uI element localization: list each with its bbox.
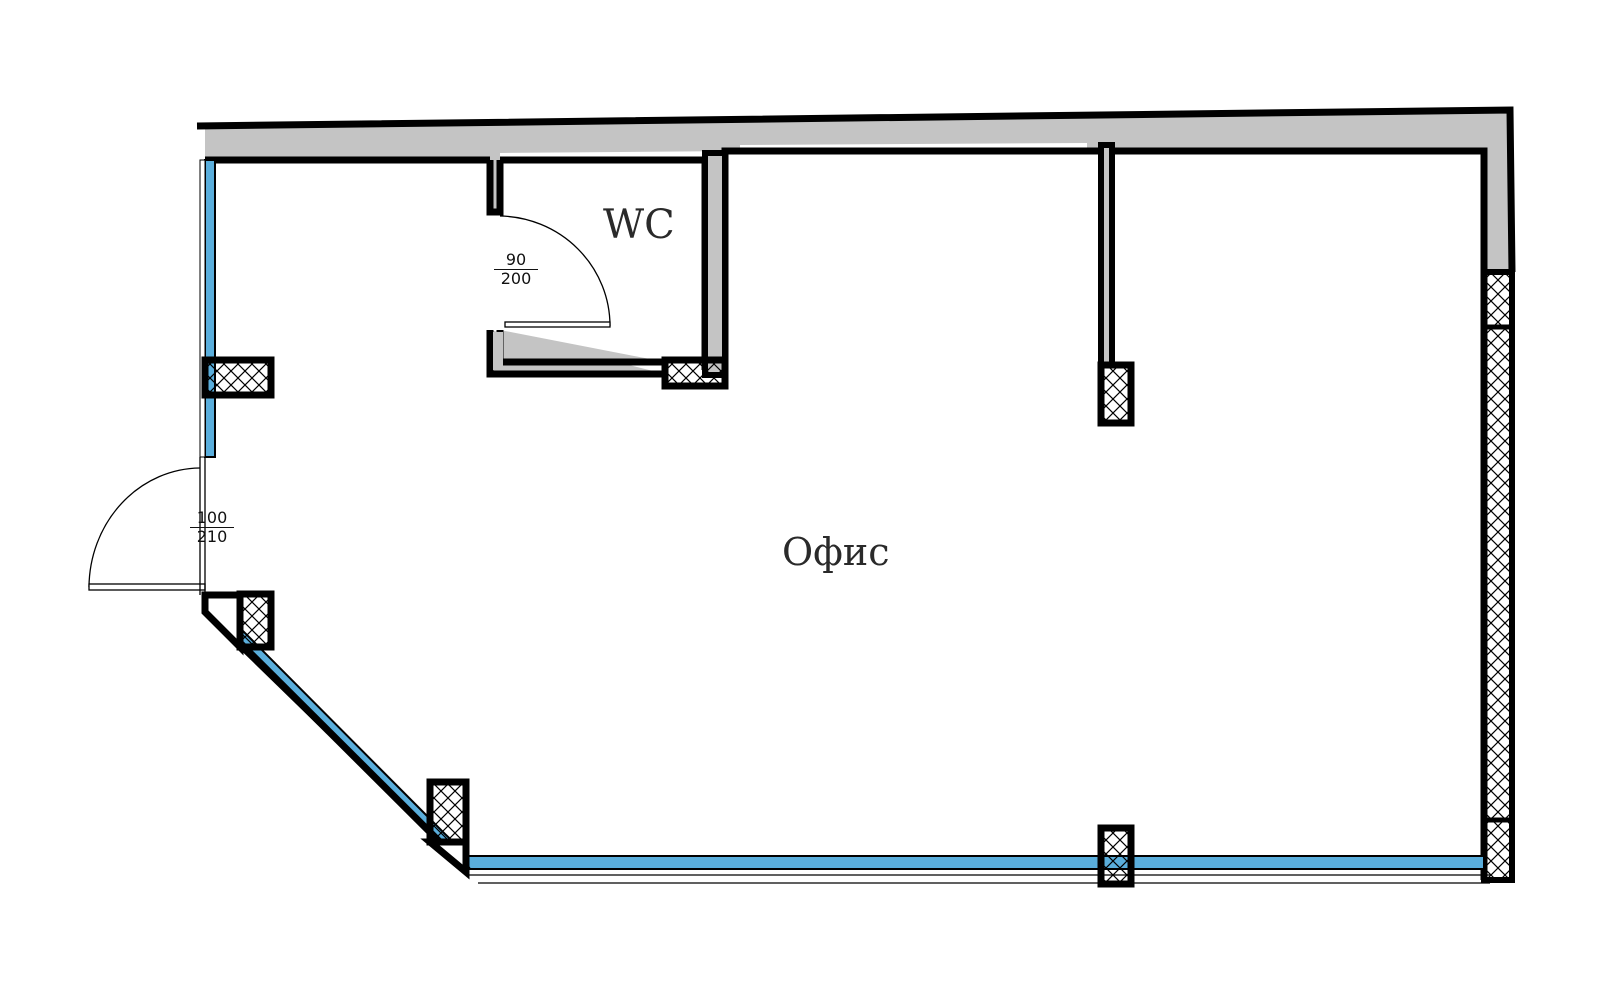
entrance-door-height: 210 bbox=[190, 527, 234, 546]
pier-corner-wedge bbox=[201, 591, 244, 656]
wc-lower-fill bbox=[493, 332, 503, 370]
top-wall-outline bbox=[196, 106, 1516, 880]
wc-door-width: 90 bbox=[505, 250, 527, 269]
office-partition bbox=[1098, 142, 1115, 368]
pier-diagonal-bottom bbox=[426, 778, 470, 846]
entrance-door-width: 100 bbox=[196, 508, 228, 527]
left-glazing-upper bbox=[204, 159, 216, 458]
left-glazing-frame bbox=[199, 159, 206, 458]
diagonal-wall-line bbox=[202, 605, 471, 873]
pier-wc bbox=[661, 356, 729, 390]
right-facade-wall bbox=[1481, 269, 1515, 883]
entrance-door-leaf bbox=[88, 583, 206, 591]
wc-door-leaf bbox=[504, 321, 611, 328]
entrance-door-dimension: 100 210 bbox=[190, 509, 234, 546]
room-label-office: Офис bbox=[782, 530, 890, 574]
room-label-wc: WC bbox=[603, 202, 675, 248]
pier-bottom-mid bbox=[1097, 824, 1135, 888]
wc-door-dimension: 90 200 bbox=[494, 251, 538, 288]
pier-left-upper bbox=[201, 356, 275, 399]
entrance-door-swing bbox=[88, 467, 201, 588]
wc-door-swing bbox=[499, 215, 611, 327]
wc-wall-segment bbox=[702, 150, 728, 378]
pier-diagonal-wedge bbox=[420, 838, 470, 880]
bottom-glazing bbox=[467, 855, 1485, 870]
pier-left-lower bbox=[236, 590, 275, 651]
pier-mid-top bbox=[1097, 361, 1135, 427]
top-outer-wall bbox=[197, 110, 1512, 272]
wc-door-height: 200 bbox=[494, 269, 538, 288]
